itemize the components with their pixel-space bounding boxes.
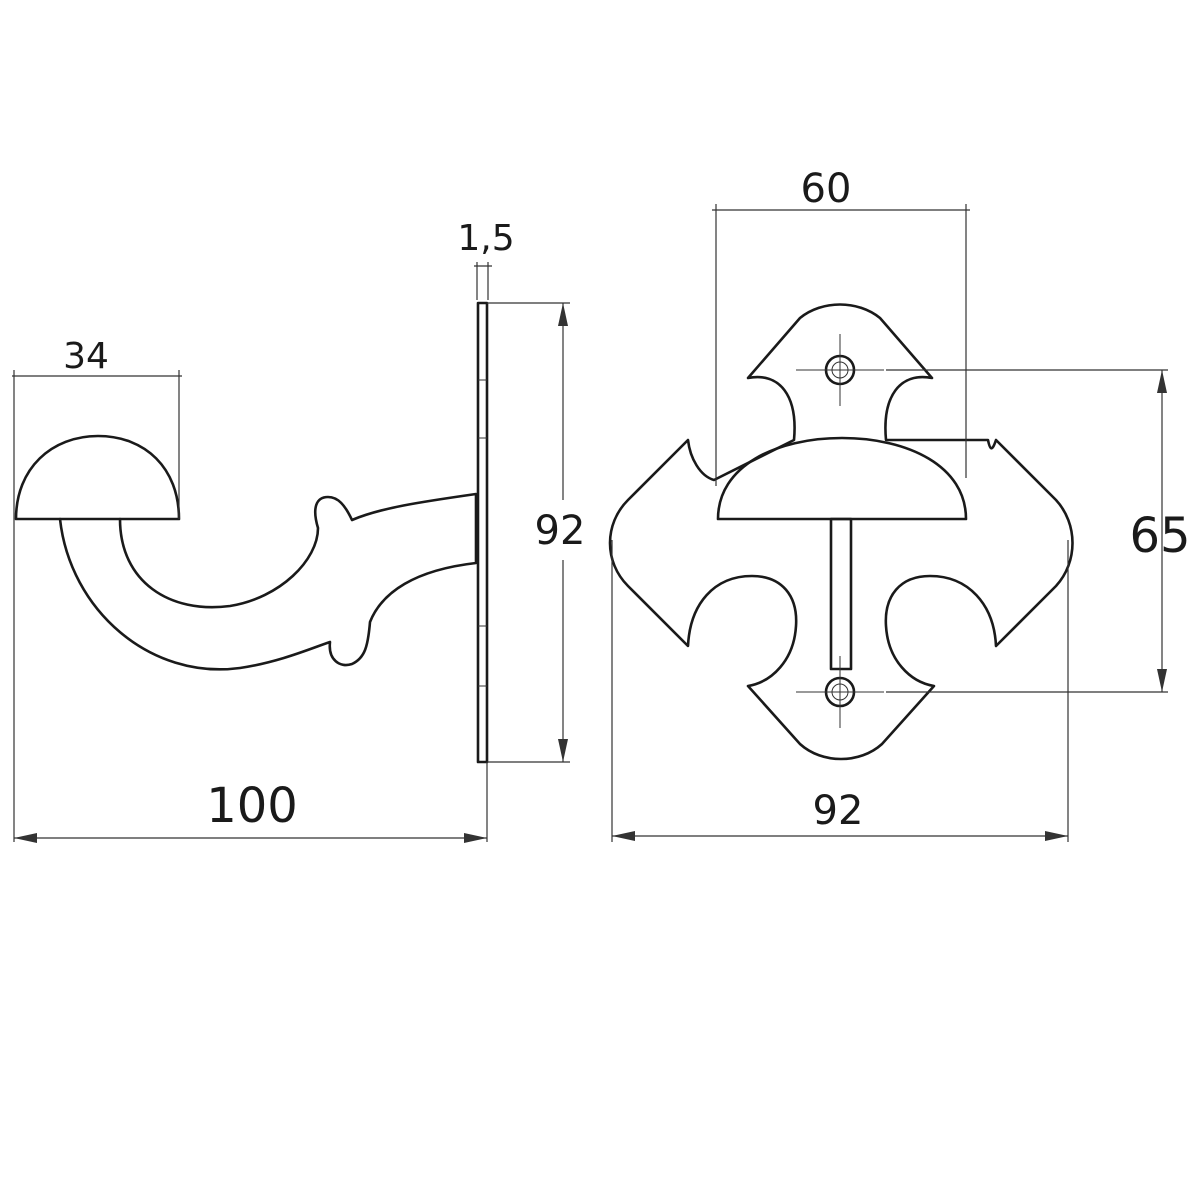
dim-head-width: 34 — [63, 336, 109, 377]
side-hook-body — [58, 492, 478, 671]
dim-top-width: 60 — [801, 166, 852, 212]
side-wall-plate — [476, 301, 489, 764]
front-hook-stem — [829, 517, 853, 671]
front-wall-plate — [608, 303, 1074, 761]
dim-hole-spacing: 65 — [1129, 508, 1190, 564]
screw-hole-bottom — [796, 656, 884, 728]
screw-hole-top — [796, 334, 884, 406]
dim-plate-width: 92 — [813, 788, 864, 834]
front-view — [608, 303, 1074, 761]
dim-plate-thickness: 1,5 — [457, 218, 514, 259]
side-hook-head — [14, 434, 181, 521]
side-view — [14, 301, 489, 764]
dimension-lines — [12, 204, 1168, 843]
front-hook-head — [716, 436, 968, 521]
dim-side-height: 92 — [535, 508, 586, 554]
dim-projection: 100 — [206, 778, 298, 834]
